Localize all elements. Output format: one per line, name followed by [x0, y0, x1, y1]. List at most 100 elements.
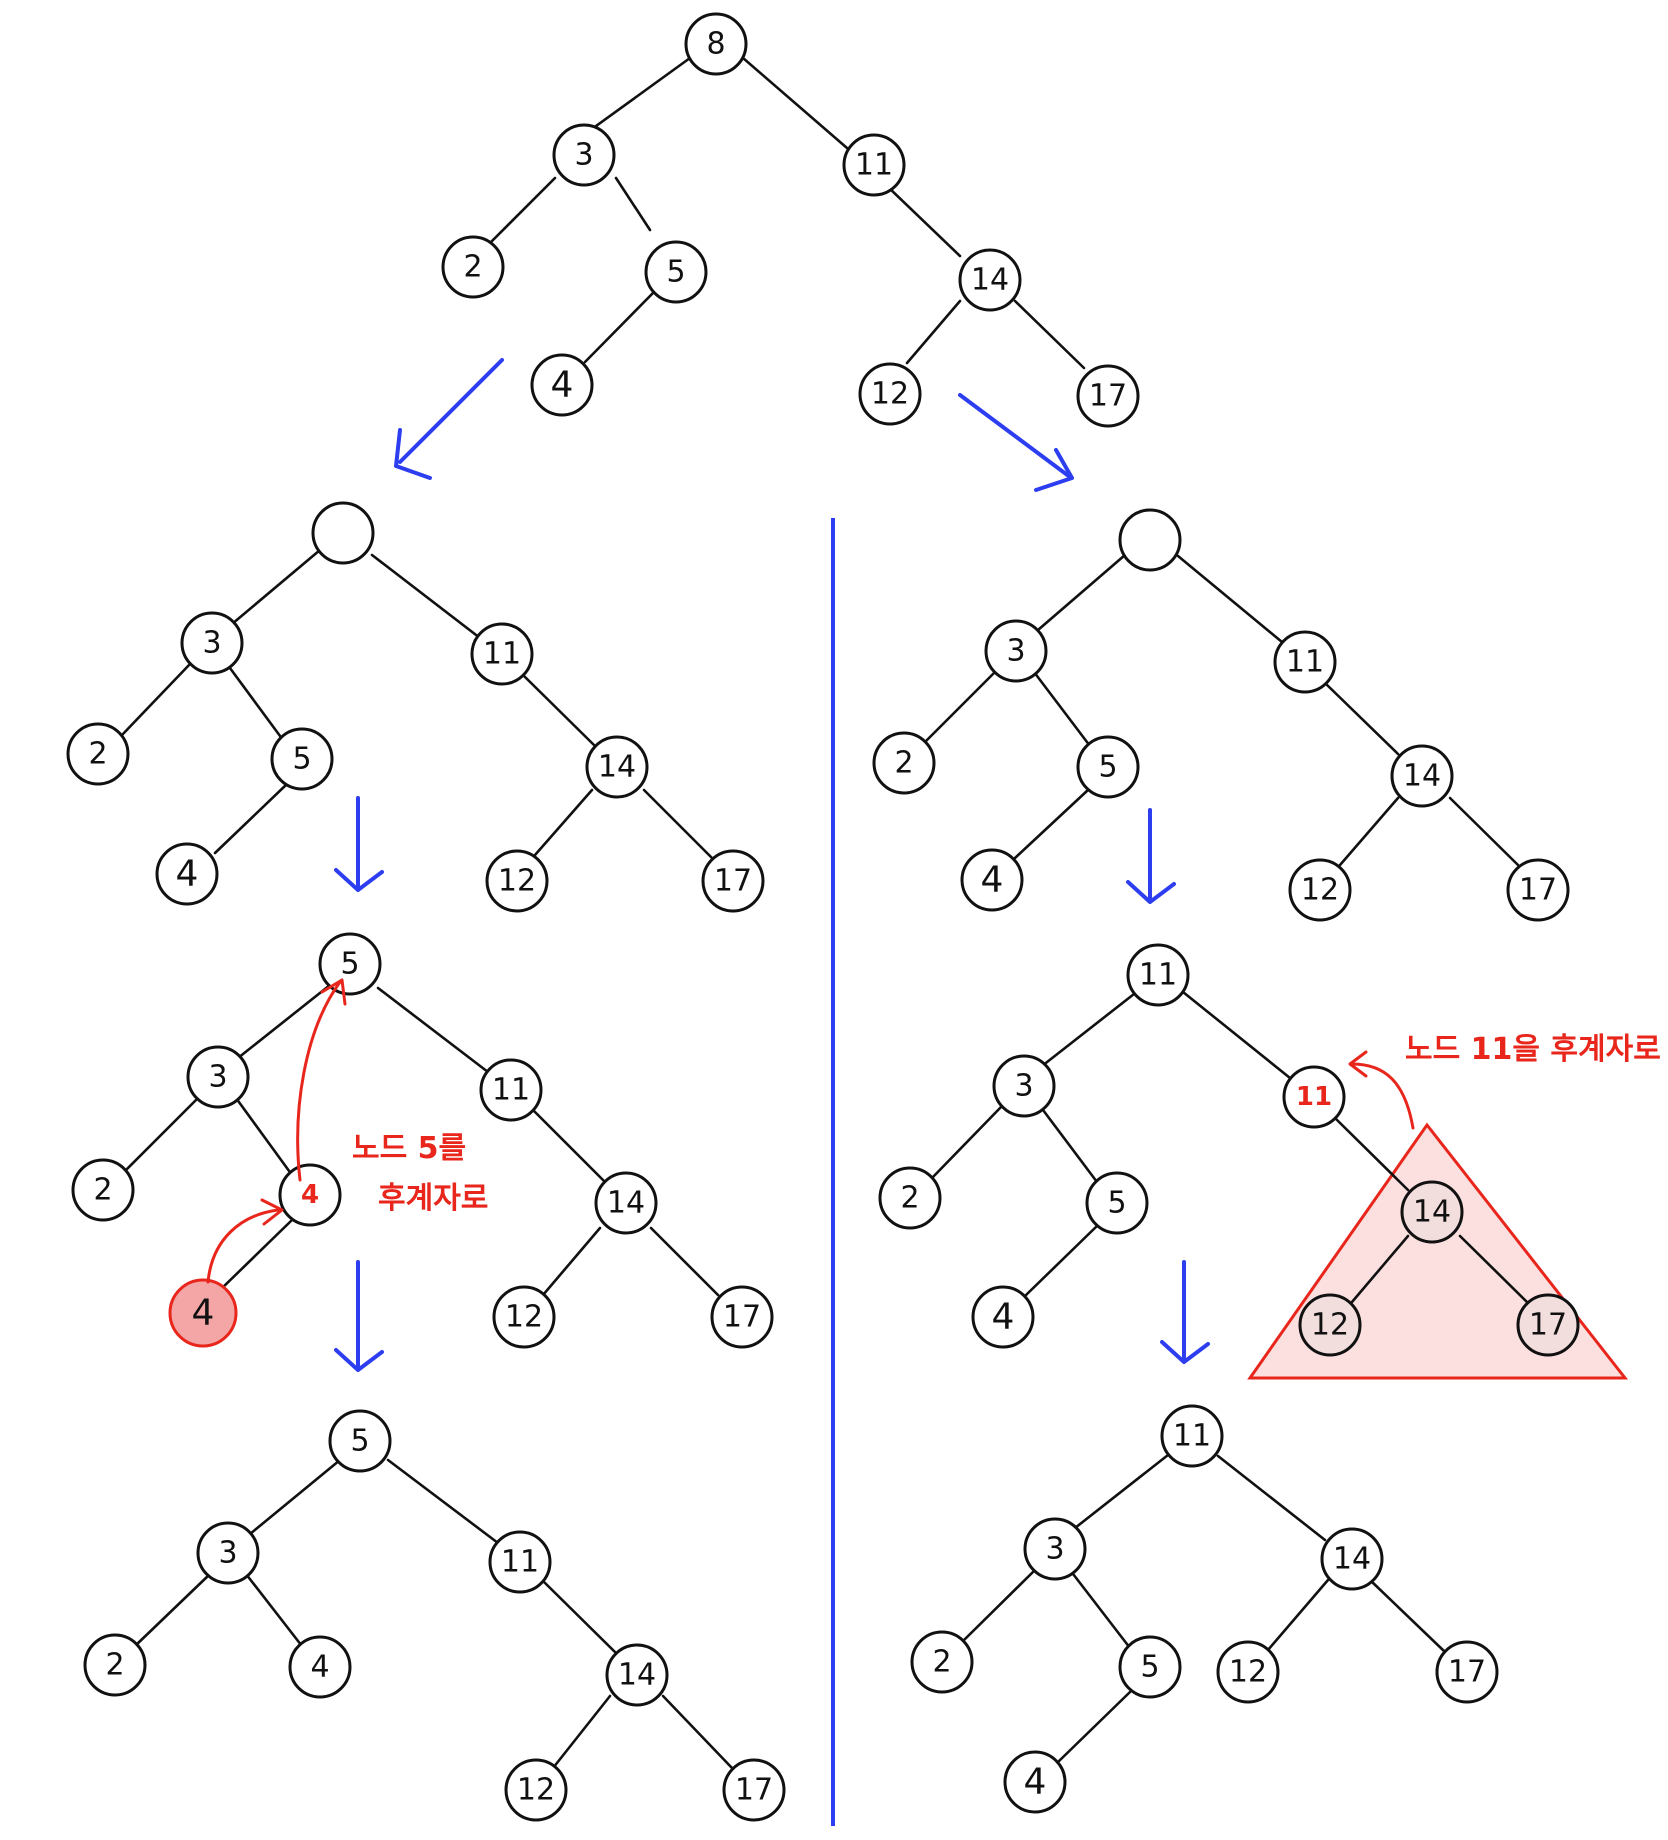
tree-node-empty — [1118, 508, 1182, 572]
tree-node-replaced: 4 — [278, 1163, 342, 1227]
svg-text:11: 11 — [483, 637, 521, 672]
tree-left-step: 5 3 2 4 4 11 14 12 17 — [71, 932, 774, 1349]
tree-node: 14 — [1390, 744, 1454, 808]
svg-text:12: 12 — [505, 1300, 543, 1335]
tree-node: 17 — [1435, 1640, 1499, 1704]
svg-text:12: 12 — [517, 1773, 555, 1808]
svg-text:2: 2 — [932, 1645, 951, 1680]
tree-node-highlighted: 4 — [168, 1278, 238, 1348]
svg-text:14: 14 — [598, 750, 636, 785]
svg-text:11: 11 — [492, 1073, 530, 1108]
svg-text:4: 4 — [981, 860, 1004, 901]
tree-node: 3 — [552, 123, 616, 187]
tree-node: 17 — [1076, 364, 1140, 428]
tree-node: 11 — [1126, 943, 1190, 1007]
tree-right-empty: 3 2 5 4 11 14 12 17 — [872, 508, 1570, 922]
tree-node: 4 — [155, 842, 219, 906]
tree-node: 3 — [1023, 1517, 1087, 1581]
tree-node: 12 — [858, 362, 922, 426]
svg-text:14: 14 — [1333, 1542, 1371, 1577]
svg-text:14: 14 — [1403, 759, 1441, 794]
tree-node-empty — [311, 501, 375, 565]
svg-text:12: 12 — [498, 864, 536, 899]
tree-node: 2 — [441, 235, 505, 299]
tree-node: 11 — [1273, 630, 1337, 694]
arrow-down — [334, 796, 384, 892]
svg-text:2: 2 — [93, 1173, 112, 1208]
svg-text:2: 2 — [894, 746, 913, 781]
tree-node: 5 — [328, 1409, 392, 1473]
tree-node: 3 — [186, 1045, 250, 1109]
svg-text:12: 12 — [1311, 1308, 1349, 1343]
tree-node: 11 — [470, 622, 534, 686]
svg-text:2: 2 — [105, 1648, 124, 1683]
svg-text:4: 4 — [992, 1297, 1015, 1338]
tree-node: 12 — [1288, 858, 1352, 922]
svg-text:5: 5 — [350, 1424, 369, 1459]
svg-text:14: 14 — [1413, 1195, 1451, 1230]
tree-node: 8 — [684, 12, 748, 76]
svg-text:3: 3 — [1006, 634, 1025, 669]
svg-text:4: 4 — [1024, 1762, 1047, 1803]
tree-node: 12 — [1298, 1293, 1362, 1357]
tree-node: 11 — [1160, 1404, 1224, 1468]
svg-text:17: 17 — [1519, 873, 1557, 908]
svg-text:4: 4 — [301, 1180, 319, 1210]
tree-node: 4 — [971, 1285, 1035, 1349]
tree-node: 4 — [960, 848, 1024, 912]
svg-text:5: 5 — [292, 742, 311, 777]
svg-text:17: 17 — [1529, 1308, 1567, 1343]
tree-node: 17 — [722, 1758, 786, 1822]
svg-text:4: 4 — [176, 854, 199, 895]
tree-node: 2 — [910, 1630, 974, 1694]
svg-text:17: 17 — [723, 1300, 761, 1335]
tree-node: 12 — [504, 1758, 568, 1822]
tree-right-final: 11 3 2 5 4 14 12 17 — [910, 1404, 1499, 1814]
tree-node: 5 — [1118, 1635, 1182, 1699]
svg-text:12: 12 — [1301, 873, 1339, 908]
svg-text:17: 17 — [735, 1773, 773, 1808]
tree-node: 4 — [530, 353, 594, 417]
tree-node: 2 — [66, 722, 130, 786]
svg-text:5: 5 — [1098, 750, 1117, 785]
tree-left-empty: 3 2 5 4 11 14 12 17 — [66, 501, 765, 913]
successor-arrow-right — [1348, 1050, 1415, 1130]
svg-text:4: 4 — [310, 1650, 329, 1685]
svg-text:11: 11 — [1173, 1419, 1211, 1454]
svg-text:3: 3 — [1014, 1069, 1033, 1104]
svg-text:17: 17 — [1089, 379, 1127, 414]
svg-text:3: 3 — [1045, 1532, 1064, 1567]
svg-text:3: 3 — [208, 1060, 227, 1095]
tree-node: 2 — [71, 1158, 135, 1222]
tree-node: 12 — [485, 849, 549, 913]
tree-node: 14 — [958, 248, 1022, 312]
svg-text:14: 14 — [971, 263, 1009, 298]
tree-node: 14 — [605, 1643, 669, 1707]
right-note: 노드 11을 후계자로 — [1405, 1032, 1661, 1067]
tree-node: 12 — [492, 1285, 556, 1349]
svg-text:2: 2 — [88, 737, 107, 772]
svg-text:5: 5 — [1140, 1650, 1159, 1685]
tree-node: 14 — [585, 735, 649, 799]
tree-node: 14 — [594, 1171, 658, 1235]
tree-node: 14 — [1320, 1527, 1384, 1591]
tree-node: 4 — [1003, 1750, 1067, 1814]
tree-node: 3 — [984, 619, 1048, 683]
arrow-down — [1160, 1260, 1210, 1364]
tree-node: 14 — [1400, 1180, 1464, 1244]
tree-original: 8 3 2 5 4 11 14 12 17 — [441, 12, 1140, 428]
svg-text:3: 3 — [202, 626, 221, 661]
tree-right-step: 11 3 2 5 4 11 14 12 17 — [878, 943, 1580, 1357]
tree-node: 5 — [1076, 735, 1140, 799]
tree-node: 5 — [270, 727, 334, 791]
arrow-down — [334, 1260, 384, 1372]
svg-text:17: 17 — [714, 864, 752, 899]
tree-node: 12 — [1216, 1640, 1280, 1704]
tree-node: 11 — [488, 1530, 552, 1594]
tree-node: 2 — [878, 1166, 942, 1230]
tree-node: 17 — [1506, 858, 1570, 922]
svg-text:3: 3 — [574, 138, 593, 173]
tree-node: 17 — [1516, 1293, 1580, 1357]
tree-node: 3 — [180, 611, 244, 675]
